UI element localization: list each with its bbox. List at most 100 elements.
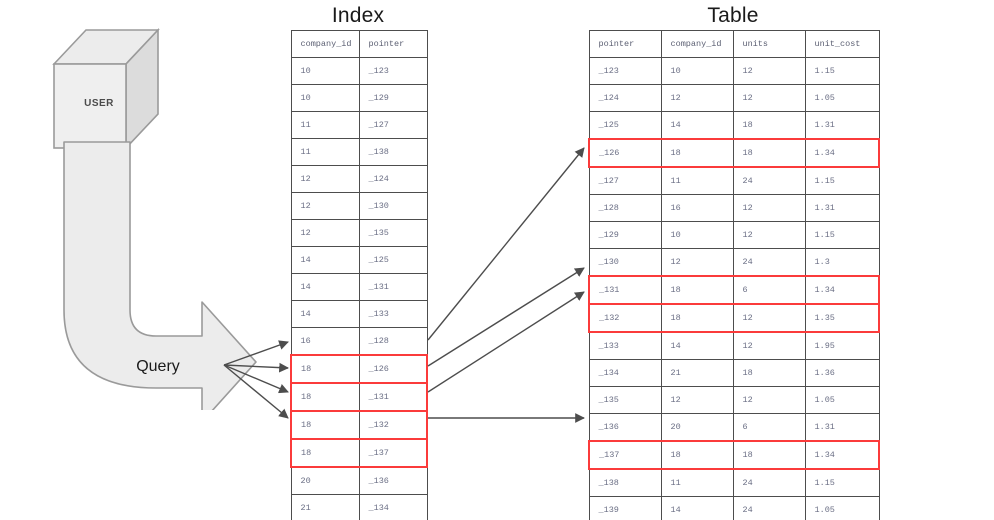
table-cell-company_id: 18 — [660, 303, 734, 333]
table-cell-units: 24 — [732, 496, 806, 520]
index-row: 20_136 — [290, 466, 428, 495]
table-cell-company_id: 20 — [660, 413, 734, 442]
table-cell-pointer: _133 — [588, 331, 662, 360]
table-cell-pointer: _138 — [588, 468, 662, 497]
table-cell-pointer: _123 — [588, 57, 662, 85]
table-column-header: units — [732, 30, 806, 58]
table-cell-unit_cost: 1.05 — [804, 496, 880, 520]
table-cell-units: 18 — [732, 359, 806, 387]
table-cell-units: 12 — [732, 194, 806, 222]
index-row: 11_127 — [290, 111, 428, 139]
table-column-header: company_id — [660, 30, 734, 58]
table-cell-pointer: _130 — [588, 248, 662, 277]
query-label: Query — [136, 358, 180, 375]
table-column-header: unit_cost — [804, 30, 880, 58]
table-cell-pointer: _124 — [588, 84, 662, 112]
index-cell-pointer: _132 — [358, 410, 428, 440]
index-cell-company_id: 14 — [290, 246, 360, 274]
index-row: 14_125 — [290, 246, 428, 274]
index-cell-company_id: 14 — [290, 273, 360, 301]
table-cell-company_id: 18 — [660, 440, 734, 470]
index-row: 14_133 — [290, 300, 428, 328]
index-row: 14_131 — [290, 273, 428, 301]
table-cell-units: 24 — [732, 166, 806, 195]
table-cell-unit_cost: 1.05 — [804, 84, 880, 112]
table-cell-company_id: 12 — [660, 84, 734, 112]
table-cell-company_id: 12 — [660, 386, 734, 414]
index-cell-company_id: 18 — [290, 382, 360, 412]
index-cell-company_id: 10 — [290, 84, 360, 112]
index-132-to-table-132 — [427, 291, 585, 393]
table-cell-company_id: 11 — [660, 166, 734, 195]
table-cell-units: 12 — [732, 221, 806, 249]
table-cell-pointer: _125 — [588, 111, 662, 140]
table-title: Table — [707, 4, 759, 27]
index-131-to-table-131 — [427, 267, 585, 367]
table-cell-unit_cost: 1.34 — [804, 138, 880, 168]
table-cell-company_id: 10 — [660, 221, 734, 249]
index-row: 12_124 — [290, 165, 428, 193]
user-cube-label: USER — [84, 98, 114, 109]
index-cell-company_id: 12 — [290, 219, 360, 247]
index-cell-pointer: _136 — [358, 466, 428, 495]
table-cell-pointer: _132 — [588, 303, 662, 333]
index-cell-pointer: _124 — [358, 165, 428, 193]
table-cell-company_id: 14 — [660, 111, 734, 140]
table-column-header: pointer — [588, 30, 662, 58]
table-cell-units: 6 — [732, 275, 806, 305]
query-block-arrow — [63, 141, 257, 410]
index-cell-pointer: _131 — [358, 382, 428, 412]
table-cell-pointer: _131 — [588, 275, 662, 305]
index-cell-pointer: _125 — [358, 246, 428, 274]
index-cell-company_id: 11 — [290, 111, 360, 139]
index-column-header: pointer — [358, 30, 428, 58]
index-column-header: company_id — [290, 30, 360, 58]
table-cell-unit_cost: 1.34 — [804, 440, 880, 470]
table-cell-pointer: _134 — [588, 359, 662, 387]
index-cell-pointer: _128 — [358, 327, 428, 356]
table-cell-pointer: _127 — [588, 166, 662, 195]
table-cell-units: 24 — [732, 468, 806, 497]
table-cell-units: 12 — [732, 331, 806, 360]
index-cell-pointer: _131 — [358, 273, 428, 301]
index-cell-pointer: _130 — [358, 192, 428, 220]
index-title: Index — [331, 4, 385, 27]
index-cell-pointer: _129 — [358, 84, 428, 112]
index-126-to-table-126 — [427, 147, 585, 341]
table-cell-company_id: 11 — [660, 468, 734, 497]
index-cell-pointer: _123 — [358, 57, 428, 85]
index-row: 12_130 — [290, 192, 428, 220]
index-row-highlighted: 18_137 — [290, 438, 428, 468]
table-cell-pointer: _129 — [588, 221, 662, 249]
table-cell-company_id: 14 — [660, 331, 734, 360]
index-cell-company_id: 21 — [290, 494, 360, 520]
table-cell-company_id: 18 — [660, 275, 734, 305]
table-cell-units: 18 — [732, 111, 806, 140]
index-cell-pointer: _134 — [358, 494, 428, 520]
table-cell-company_id: 12 — [660, 248, 734, 277]
table-cell-pointer: _135 — [588, 386, 662, 414]
index-cell-pointer: _133 — [358, 300, 428, 328]
table-cell-unit_cost: 1.95 — [804, 331, 880, 360]
index-cell-company_id: 20 — [290, 466, 360, 495]
table-cell-company_id: 14 — [660, 496, 734, 520]
table-cell-company_id: 21 — [660, 359, 734, 387]
index-cell-pointer: _127 — [358, 111, 428, 139]
index-cell-company_id: 18 — [290, 354, 360, 384]
index-cell-company_id: 16 — [290, 327, 360, 356]
table-cell-units: 12 — [732, 303, 806, 333]
table-cell-pointer: _128 — [588, 194, 662, 222]
